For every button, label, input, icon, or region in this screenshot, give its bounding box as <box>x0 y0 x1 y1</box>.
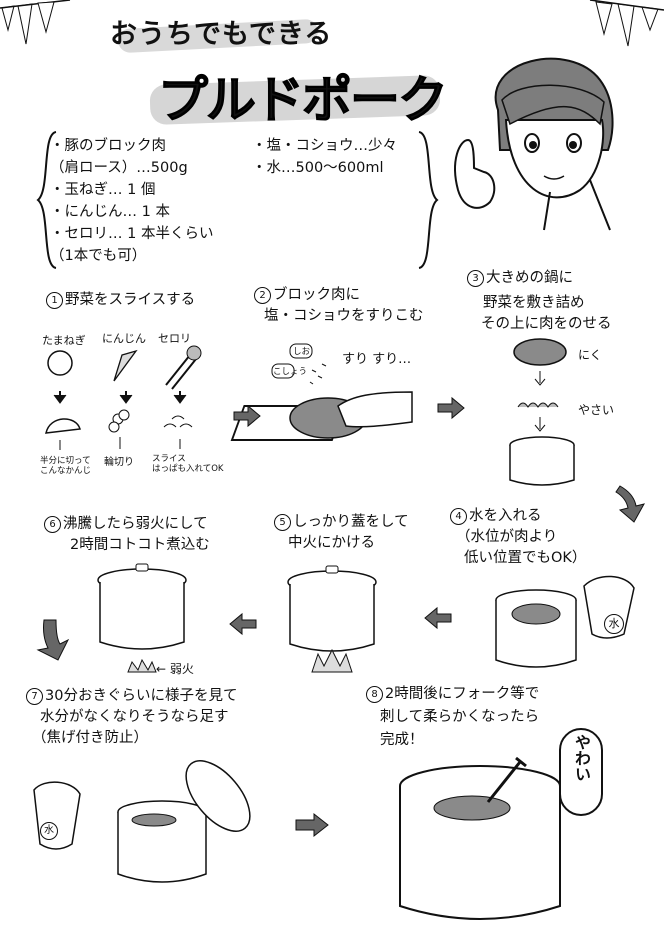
carrot-label: にんじん <box>102 332 146 345</box>
ingredients-bracket-left <box>36 131 57 269</box>
water-pitcher-label: 水 <box>604 614 624 634</box>
ingredient-pork: ・豚のブロック肉 <box>50 138 166 154</box>
chef-character-illustration <box>454 57 614 231</box>
tender-exclamation: やわい <box>572 734 591 782</box>
arrow-step5-to-6 <box>229 612 257 636</box>
bunting-right <box>589 0 664 47</box>
ingredient-pork-amount: （肩ロース）…500g <box>50 160 188 176</box>
veg-label: やさい <box>578 403 615 417</box>
ingredients-list-left: ・豚のブロック肉 （肩ロース）…500g ・玉ねぎ… 1 個 ・にんじん… 1 … <box>50 135 213 267</box>
celery-label: セロリ <box>158 332 191 345</box>
vegetable-illustrations <box>45 345 202 450</box>
arrow-step4-to-5 <box>424 606 452 630</box>
meat-veg-layers-illustration <box>509 338 575 486</box>
finished-pot-illustration <box>399 756 561 920</box>
low-heat-label: ← 弱火 <box>156 662 194 676</box>
ingredients-list-right: ・塩・コショウ…少々 ・水…500〜600ml <box>252 135 397 179</box>
ingredient-carrot: ・にんじん… 1 本 <box>50 204 170 220</box>
ingredient-salt-pepper: ・塩・コショウ…少々 <box>252 138 397 154</box>
step-7-number: 7 <box>26 688 43 705</box>
carrot-note: 輪切り <box>104 457 134 468</box>
arrow-step6-to-7 <box>36 619 70 661</box>
meat-rubbing-illustration <box>230 343 413 441</box>
step-3-number: 3 <box>467 270 484 287</box>
step-4-number: 4 <box>450 508 467 525</box>
step-2-number: 2 <box>254 287 271 304</box>
arrow-step7-to-8 <box>295 812 329 838</box>
rubbing-sound-effect: すり すり… <box>342 352 412 367</box>
pot-check-water-illustration <box>33 760 251 883</box>
ingredient-onion: ・玉ねぎ… 1 個 <box>50 182 156 198</box>
step-5-number: 5 <box>274 514 291 531</box>
covered-pot-medium-heat-illustration <box>287 565 377 673</box>
onion-label: たまねぎ <box>42 334 86 347</box>
celery-note: スライス はっぱも入れてOK <box>152 454 224 474</box>
meat-label: にく <box>578 348 602 362</box>
recipe-subtitle: おうちでもできる <box>110 19 333 50</box>
ingredient-celery: ・セロリ… 1 本半くらい <box>50 226 214 242</box>
salt-shaker-label: しお <box>293 347 311 357</box>
step-1-number: 1 <box>46 292 63 309</box>
step-8-number: 8 <box>366 686 383 703</box>
water-pitcher-label-2: 水 <box>40 822 58 840</box>
ingredients-bracket-right <box>418 131 439 269</box>
covered-pot-low-heat-illustration <box>97 563 187 673</box>
bunting-left <box>0 0 71 45</box>
ingredient-celery-note: （1本でも可） <box>50 248 147 264</box>
pepper-shaker-label: こしょう <box>273 367 308 377</box>
step-6-number: 6 <box>44 516 61 533</box>
arrow-step3-to-4 <box>615 485 645 523</box>
recipe-title: プルドポーク <box>158 71 449 130</box>
ingredient-water: ・水…500〜600ml <box>252 160 384 176</box>
arrow-step1-to-2 <box>233 404 261 428</box>
arrow-step2-to-3 <box>437 396 465 420</box>
onion-note: 半分に切って こんなかんじ <box>40 456 92 476</box>
speech-bubble <box>559 728 603 816</box>
